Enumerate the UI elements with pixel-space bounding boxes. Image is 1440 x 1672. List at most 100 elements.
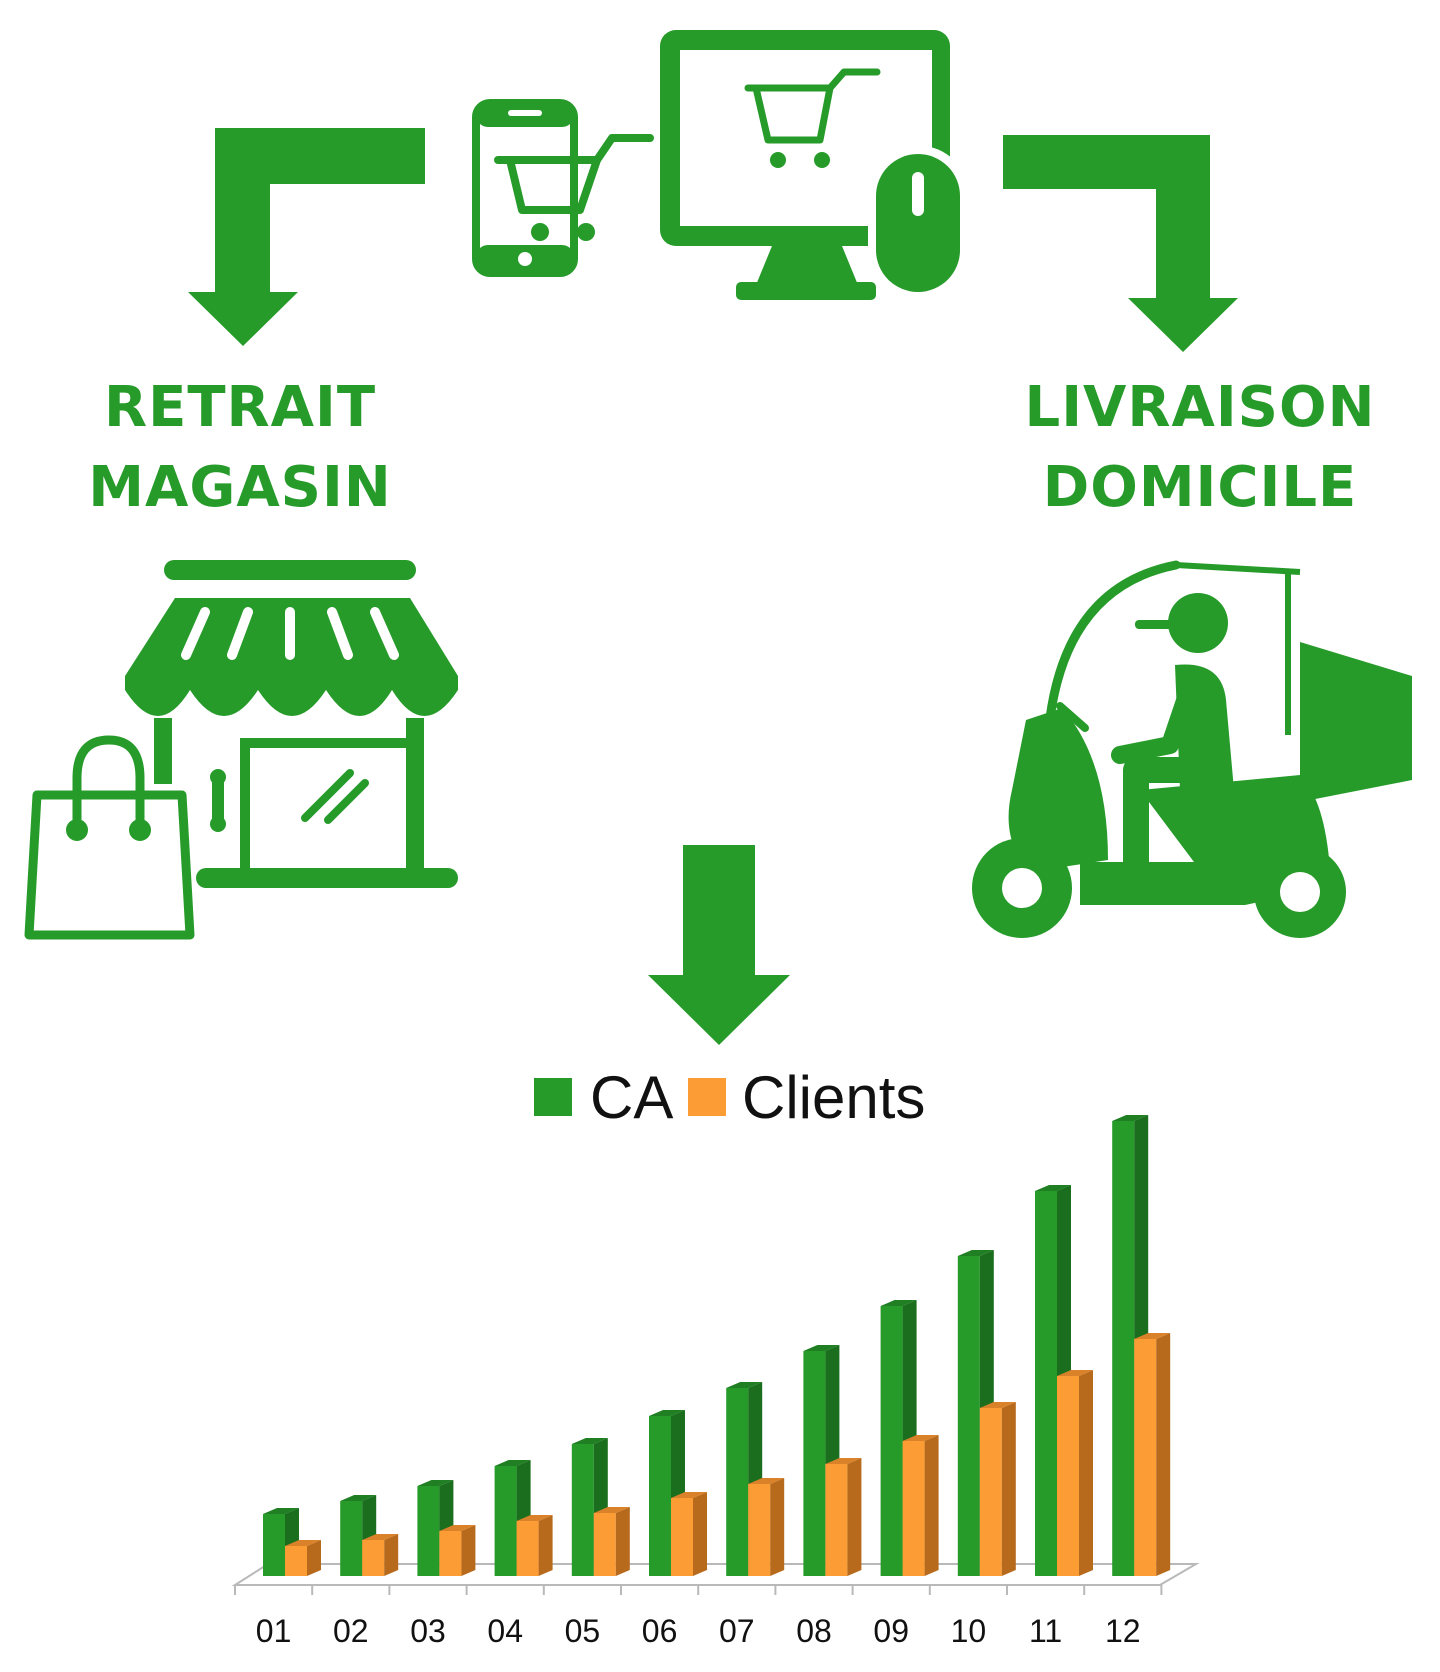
bar-face	[362, 1540, 385, 1576]
bar-face	[593, 1513, 616, 1576]
bar-top	[671, 1492, 707, 1498]
bar-top	[417, 1480, 454, 1486]
bar-side	[461, 1525, 476, 1576]
bar-top	[285, 1540, 321, 1546]
bar-face	[417, 1486, 440, 1576]
mouse-icon	[868, 146, 968, 298]
bar-face	[803, 1351, 826, 1576]
bar-top	[340, 1495, 377, 1501]
bar-side	[538, 1515, 553, 1576]
bar-side	[693, 1492, 707, 1576]
x-tick-label-07: 07	[719, 1613, 755, 1649]
x-tick-label-06: 06	[642, 1613, 678, 1649]
pickup-label-line-1: RETRAIT	[103, 375, 377, 440]
bar-face	[748, 1484, 771, 1576]
bar-top	[494, 1460, 531, 1466]
bar-top	[571, 1438, 608, 1444]
bar-face	[1057, 1376, 1079, 1576]
chart-legend: CA Clients	[534, 1064, 925, 1131]
bar-top	[1035, 1185, 1071, 1191]
bar-top	[748, 1478, 785, 1484]
x-tick-label-11: 11	[1029, 1613, 1062, 1649]
legend-swatch-ca	[534, 1078, 572, 1116]
bar-side	[1079, 1370, 1093, 1576]
bar-side	[384, 1534, 399, 1576]
bar-clients-08	[825, 1458, 862, 1576]
bar-top	[362, 1534, 399, 1540]
bar-clients-06	[671, 1492, 707, 1576]
bar-clients-10	[979, 1402, 1016, 1576]
bar-top	[803, 1345, 840, 1351]
delivery-label: LIVRAISON DOMICILE	[1000, 368, 1400, 528]
bar-top	[516, 1515, 553, 1521]
x-tick-label-02: 02	[333, 1613, 369, 1649]
bar-top	[593, 1507, 630, 1513]
bar-face	[957, 1256, 980, 1576]
bar-face	[902, 1441, 925, 1576]
delivery-scooter-icon	[972, 560, 1412, 938]
bar-face	[494, 1466, 517, 1576]
x-tick-label-03: 03	[410, 1613, 446, 1649]
bar-top	[1112, 1115, 1149, 1121]
bar-face	[263, 1514, 285, 1576]
bar-clients-04	[516, 1515, 553, 1576]
x-tick-label-08: 08	[796, 1613, 832, 1649]
bar-top	[649, 1410, 685, 1416]
bar-clients-12	[1134, 1333, 1171, 1576]
shopping-bag-icon	[24, 735, 195, 940]
bar-side	[1001, 1402, 1016, 1576]
x-tick-label-09: 09	[873, 1613, 909, 1649]
x-tick-label-10: 10	[951, 1613, 987, 1649]
bar-face	[1112, 1121, 1135, 1576]
arrow-left-icon	[188, 128, 425, 346]
bar-face	[1035, 1191, 1057, 1576]
pickup-label-line-2: MAGASIN	[88, 455, 392, 520]
x-tick-label-01: 01	[256, 1613, 292, 1649]
bar-side	[1156, 1333, 1171, 1576]
chart-bars	[263, 1115, 1171, 1576]
pickup-label: RETRAIT MAGASIN	[70, 368, 410, 528]
arrow-down-icon	[648, 845, 790, 1045]
bar-face	[979, 1408, 1002, 1576]
bar-side	[615, 1507, 630, 1576]
bar-face	[516, 1521, 539, 1576]
bar-top	[1057, 1370, 1093, 1376]
bar-face	[285, 1546, 307, 1576]
bar-chart: CA Clients 01 02 03 04 05 06 07 08 09 10 11 12	[231, 1064, 1200, 1649]
x-axis-ticks: 01 02 03 04 05 06 07 08 09 10 11 12	[234, 1585, 1163, 1649]
bar-top	[902, 1435, 939, 1441]
delivery-label-line-2: DOMICILE	[1042, 455, 1358, 520]
x-tick-label-04: 04	[487, 1613, 523, 1649]
bar-clients-05	[593, 1507, 630, 1576]
bar-clients-07	[748, 1478, 785, 1576]
bar-top	[1134, 1333, 1171, 1339]
legend-swatch-clients	[688, 1078, 726, 1116]
bar-face	[671, 1498, 693, 1576]
bar-top	[726, 1382, 763, 1388]
bar-side	[847, 1458, 862, 1576]
store-icon	[125, 560, 458, 888]
bar-top	[880, 1300, 917, 1306]
bar-clients-01	[285, 1540, 321, 1576]
bar-top	[439, 1525, 476, 1531]
bar-face	[649, 1416, 671, 1576]
bar-top	[957, 1250, 994, 1256]
bar-side	[770, 1478, 785, 1576]
bar-clients-11	[1057, 1370, 1093, 1576]
legend-label-ca: CA	[590, 1064, 673, 1131]
smartphone-cart-icon	[472, 99, 654, 277]
bar-side	[924, 1435, 939, 1576]
arrow-right-icon	[1003, 135, 1238, 352]
x-tick-label-12: 12	[1105, 1613, 1141, 1649]
bar-face	[1134, 1339, 1157, 1576]
bar-top	[825, 1458, 862, 1464]
x-tick-label-05: 05	[565, 1613, 601, 1649]
bar-side	[307, 1540, 321, 1576]
bar-face	[880, 1306, 903, 1576]
bar-clients-03	[439, 1525, 476, 1576]
bar-face	[726, 1388, 749, 1576]
bar-top	[263, 1508, 299, 1514]
bar-face	[340, 1501, 363, 1576]
bar-face	[825, 1464, 848, 1576]
